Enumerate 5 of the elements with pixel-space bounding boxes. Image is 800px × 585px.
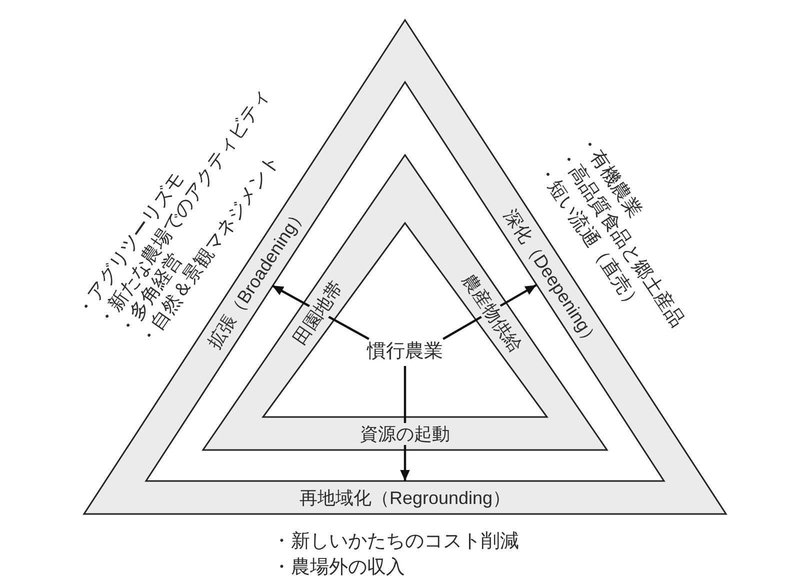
bullet-item: ・新しいかたちのコスト削減 [272, 531, 519, 553]
bullet-item: ・農場外の収入 [272, 557, 405, 579]
band-label: 資源の起動 [358, 423, 452, 445]
center-label: 慣行農業 [367, 340, 443, 364]
band-label: 再地域化（Regrounding） [297, 481, 513, 515]
